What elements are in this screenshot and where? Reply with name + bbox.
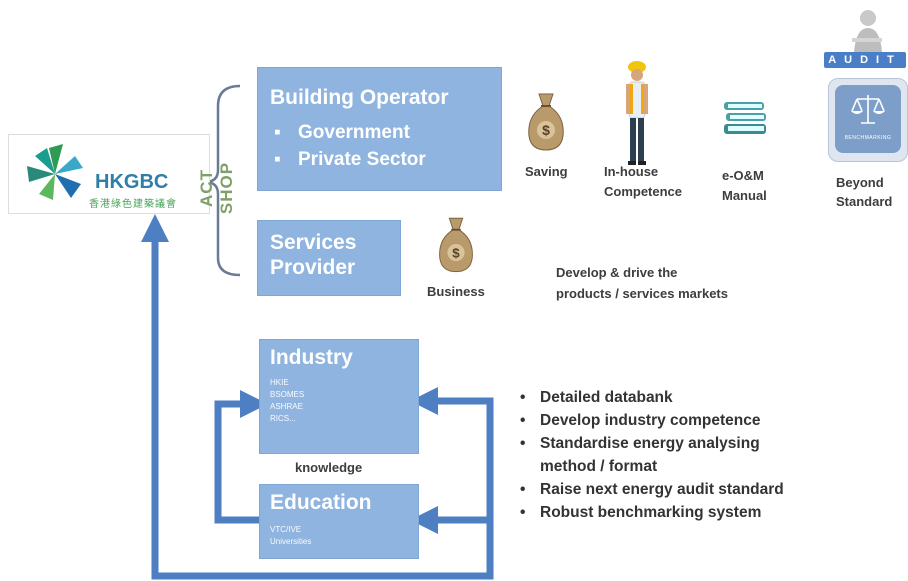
- develop-text-line1: Develop & drive the: [556, 265, 678, 280]
- develop-text-line2: products / services markets: [556, 286, 728, 301]
- industry-member: ASHRAE: [270, 402, 303, 411]
- industry-title: Industry: [270, 346, 353, 369]
- outcome-item: Develop industry competence: [518, 409, 803, 432]
- svg-text:$: $: [542, 122, 550, 138]
- beyond-label-line1: Beyond: [836, 175, 884, 190]
- industry-member: HKIE: [270, 378, 289, 387]
- outcome-item: Detailed databank: [518, 386, 803, 409]
- money-bag-icon: $: [439, 217, 473, 273]
- outcome-item: Standardise energy analysing method / fo…: [518, 432, 803, 478]
- education-member: Universities: [270, 537, 312, 546]
- inhouse-label-line2: Competence: [604, 184, 683, 199]
- hkgbc-logo: HKGBC 香港綠色建築議會: [8, 134, 210, 214]
- worker-icon: [626, 61, 648, 165]
- saving-label: Saving: [525, 164, 568, 179]
- industry-member: BSOMES: [270, 390, 305, 399]
- business-label: Business: [427, 284, 485, 299]
- scales-icon: [851, 95, 885, 124]
- money-bag-icon: $: [528, 93, 564, 151]
- building-operator-item: Private Sector: [270, 146, 489, 173]
- books-icon: [724, 102, 766, 134]
- arrow-into-industry: [410, 387, 494, 520]
- benchmarking-icon: BENCHMARKING: [828, 78, 908, 162]
- services-provider-box: Services Provider: [257, 220, 401, 296]
- industry-member: RICS...: [270, 414, 296, 423]
- outcomes-list: Detailed databank Develop industry compe…: [518, 386, 803, 524]
- building-operator-item: Government: [270, 119, 489, 146]
- outcome-item: Robust benchmarking system: [518, 501, 803, 524]
- act-shop-label: ACT SHOP: [197, 161, 236, 215]
- inhouse-label-line1: In-house: [604, 164, 659, 179]
- eom-label-line1: e-O&M: [722, 168, 764, 183]
- services-provider-title-line1: Services: [270, 231, 357, 254]
- education-box: Education VTC/IVE Universities: [259, 484, 419, 559]
- knowledge-label: knowledge: [295, 460, 363, 475]
- pinwheel-icon: [27, 144, 83, 200]
- beyond-label-line2: Standard: [836, 194, 893, 209]
- person-icon: [852, 10, 882, 52]
- svg-text:$: $: [452, 245, 460, 260]
- building-operator-box: Building Operator Government Private Sec…: [257, 67, 502, 191]
- benchmarking-text: BENCHMARKING: [844, 135, 892, 141]
- audit-text: AUDIT: [824, 52, 906, 68]
- services-provider-title-line2: Provider: [270, 256, 356, 279]
- arrow-education-to-industry: [214, 390, 268, 524]
- logo-chinese-text: 香港綠色建築議會: [89, 199, 177, 210]
- eom-label-line2: Manual: [722, 188, 767, 203]
- education-member: VTC/IVE: [270, 525, 302, 534]
- building-operator-title: Building Operator: [270, 86, 449, 109]
- education-title: Education: [270, 491, 372, 514]
- logo-text: HKGBC: [95, 171, 169, 193]
- audit-icon: AUDIT: [824, 8, 906, 70]
- outcome-item: Raise next energy audit standard: [518, 478, 803, 501]
- industry-box: Industry HKIE BSOMES ASHRAE RICS...: [259, 339, 419, 454]
